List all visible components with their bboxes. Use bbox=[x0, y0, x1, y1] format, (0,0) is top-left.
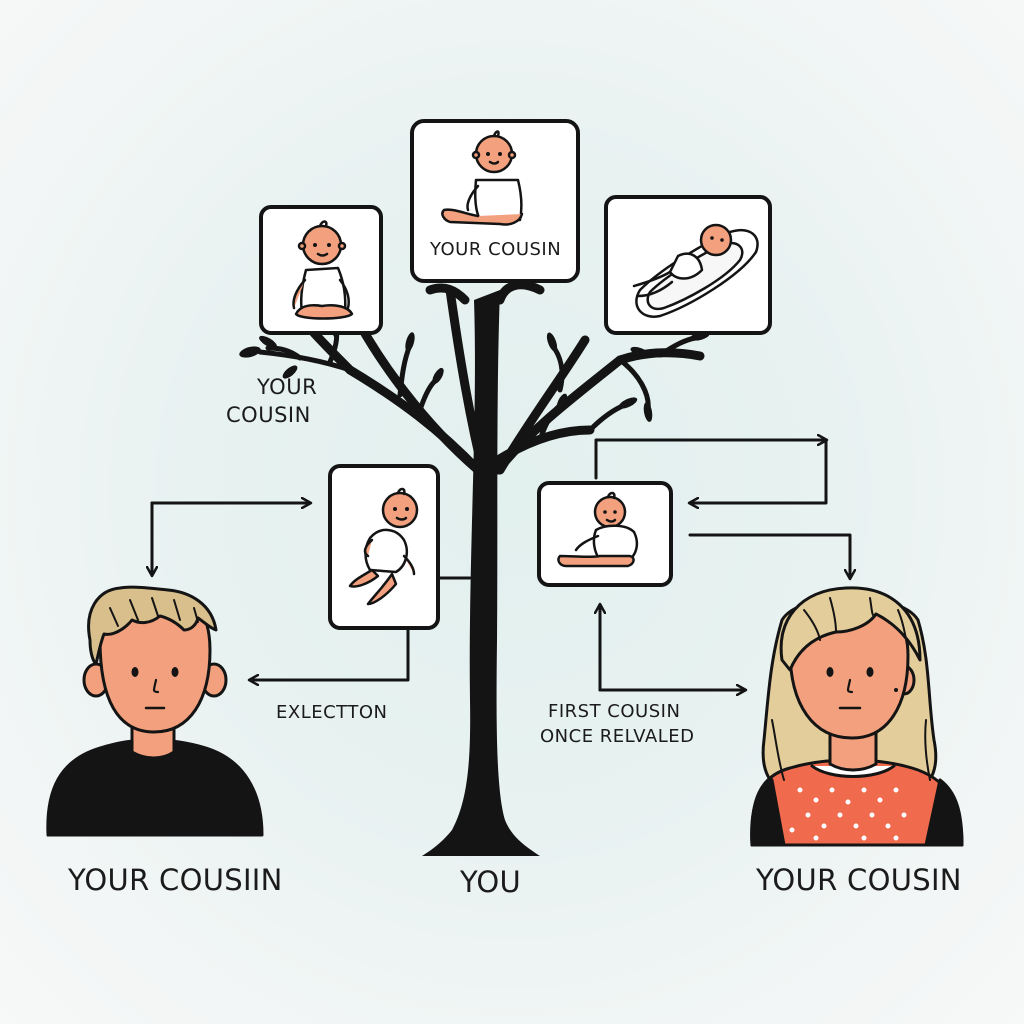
first-cousin-label-line1: FIRST COUSIN bbox=[548, 701, 681, 722]
girl-eye-right bbox=[866, 667, 874, 677]
boy-neck bbox=[130, 723, 176, 760]
boy-eye-right bbox=[171, 667, 179, 677]
boy-nose bbox=[152, 678, 160, 694]
girl-neck bbox=[828, 728, 878, 772]
girl-sleeve-right bbox=[924, 778, 964, 847]
exlection-label: EXLECTTON bbox=[276, 702, 388, 723]
boy-hair-strands bbox=[109, 597, 199, 627]
first-cousin-label-line2: ONCE RELVALED bbox=[540, 726, 695, 747]
arrow-back-to-card bbox=[690, 438, 828, 503]
girl-eye-left bbox=[826, 667, 834, 677]
boy-eye-left bbox=[131, 667, 139, 677]
arrow-exlection bbox=[250, 628, 410, 680]
arrow-top-right bbox=[594, 440, 826, 480]
top-card-caption: YOUR COUSIN bbox=[430, 239, 562, 260]
baby-sitting-icon bbox=[441, 130, 524, 226]
boy-hair bbox=[87, 585, 218, 666]
branch-label-line1: YOUR bbox=[257, 375, 318, 399]
girl-nose bbox=[846, 678, 854, 694]
tree-trunk bbox=[422, 290, 540, 856]
branch-label-line2: COUSIN bbox=[226, 403, 311, 427]
boy-cousin-figure bbox=[46, 585, 264, 837]
you-label: YOU bbox=[460, 865, 522, 899]
girl-hair-strands bbox=[771, 597, 931, 781]
girl-dress-dots bbox=[789, 787, 907, 841]
baby-sitting-front-icon bbox=[292, 220, 354, 320]
tree bbox=[239, 280, 710, 856]
baby-in-bassinet-icon bbox=[632, 223, 759, 318]
bottom-right-label: YOUR COUSIN bbox=[756, 863, 962, 897]
girl-hair-front bbox=[779, 586, 922, 672]
connectors bbox=[152, 440, 850, 690]
baby-crawling-icon bbox=[348, 487, 419, 606]
girl-sleeve-left bbox=[750, 778, 786, 847]
bottom-left-label: YOUR COUSIIN bbox=[68, 863, 283, 897]
baby-sitting-side-icon bbox=[557, 491, 639, 568]
arrow-to-right-girl bbox=[688, 533, 850, 578]
girl-cousin-figure bbox=[750, 586, 964, 847]
girl-earring bbox=[894, 688, 898, 692]
arrow-to-middle-left-card bbox=[150, 503, 310, 577]
